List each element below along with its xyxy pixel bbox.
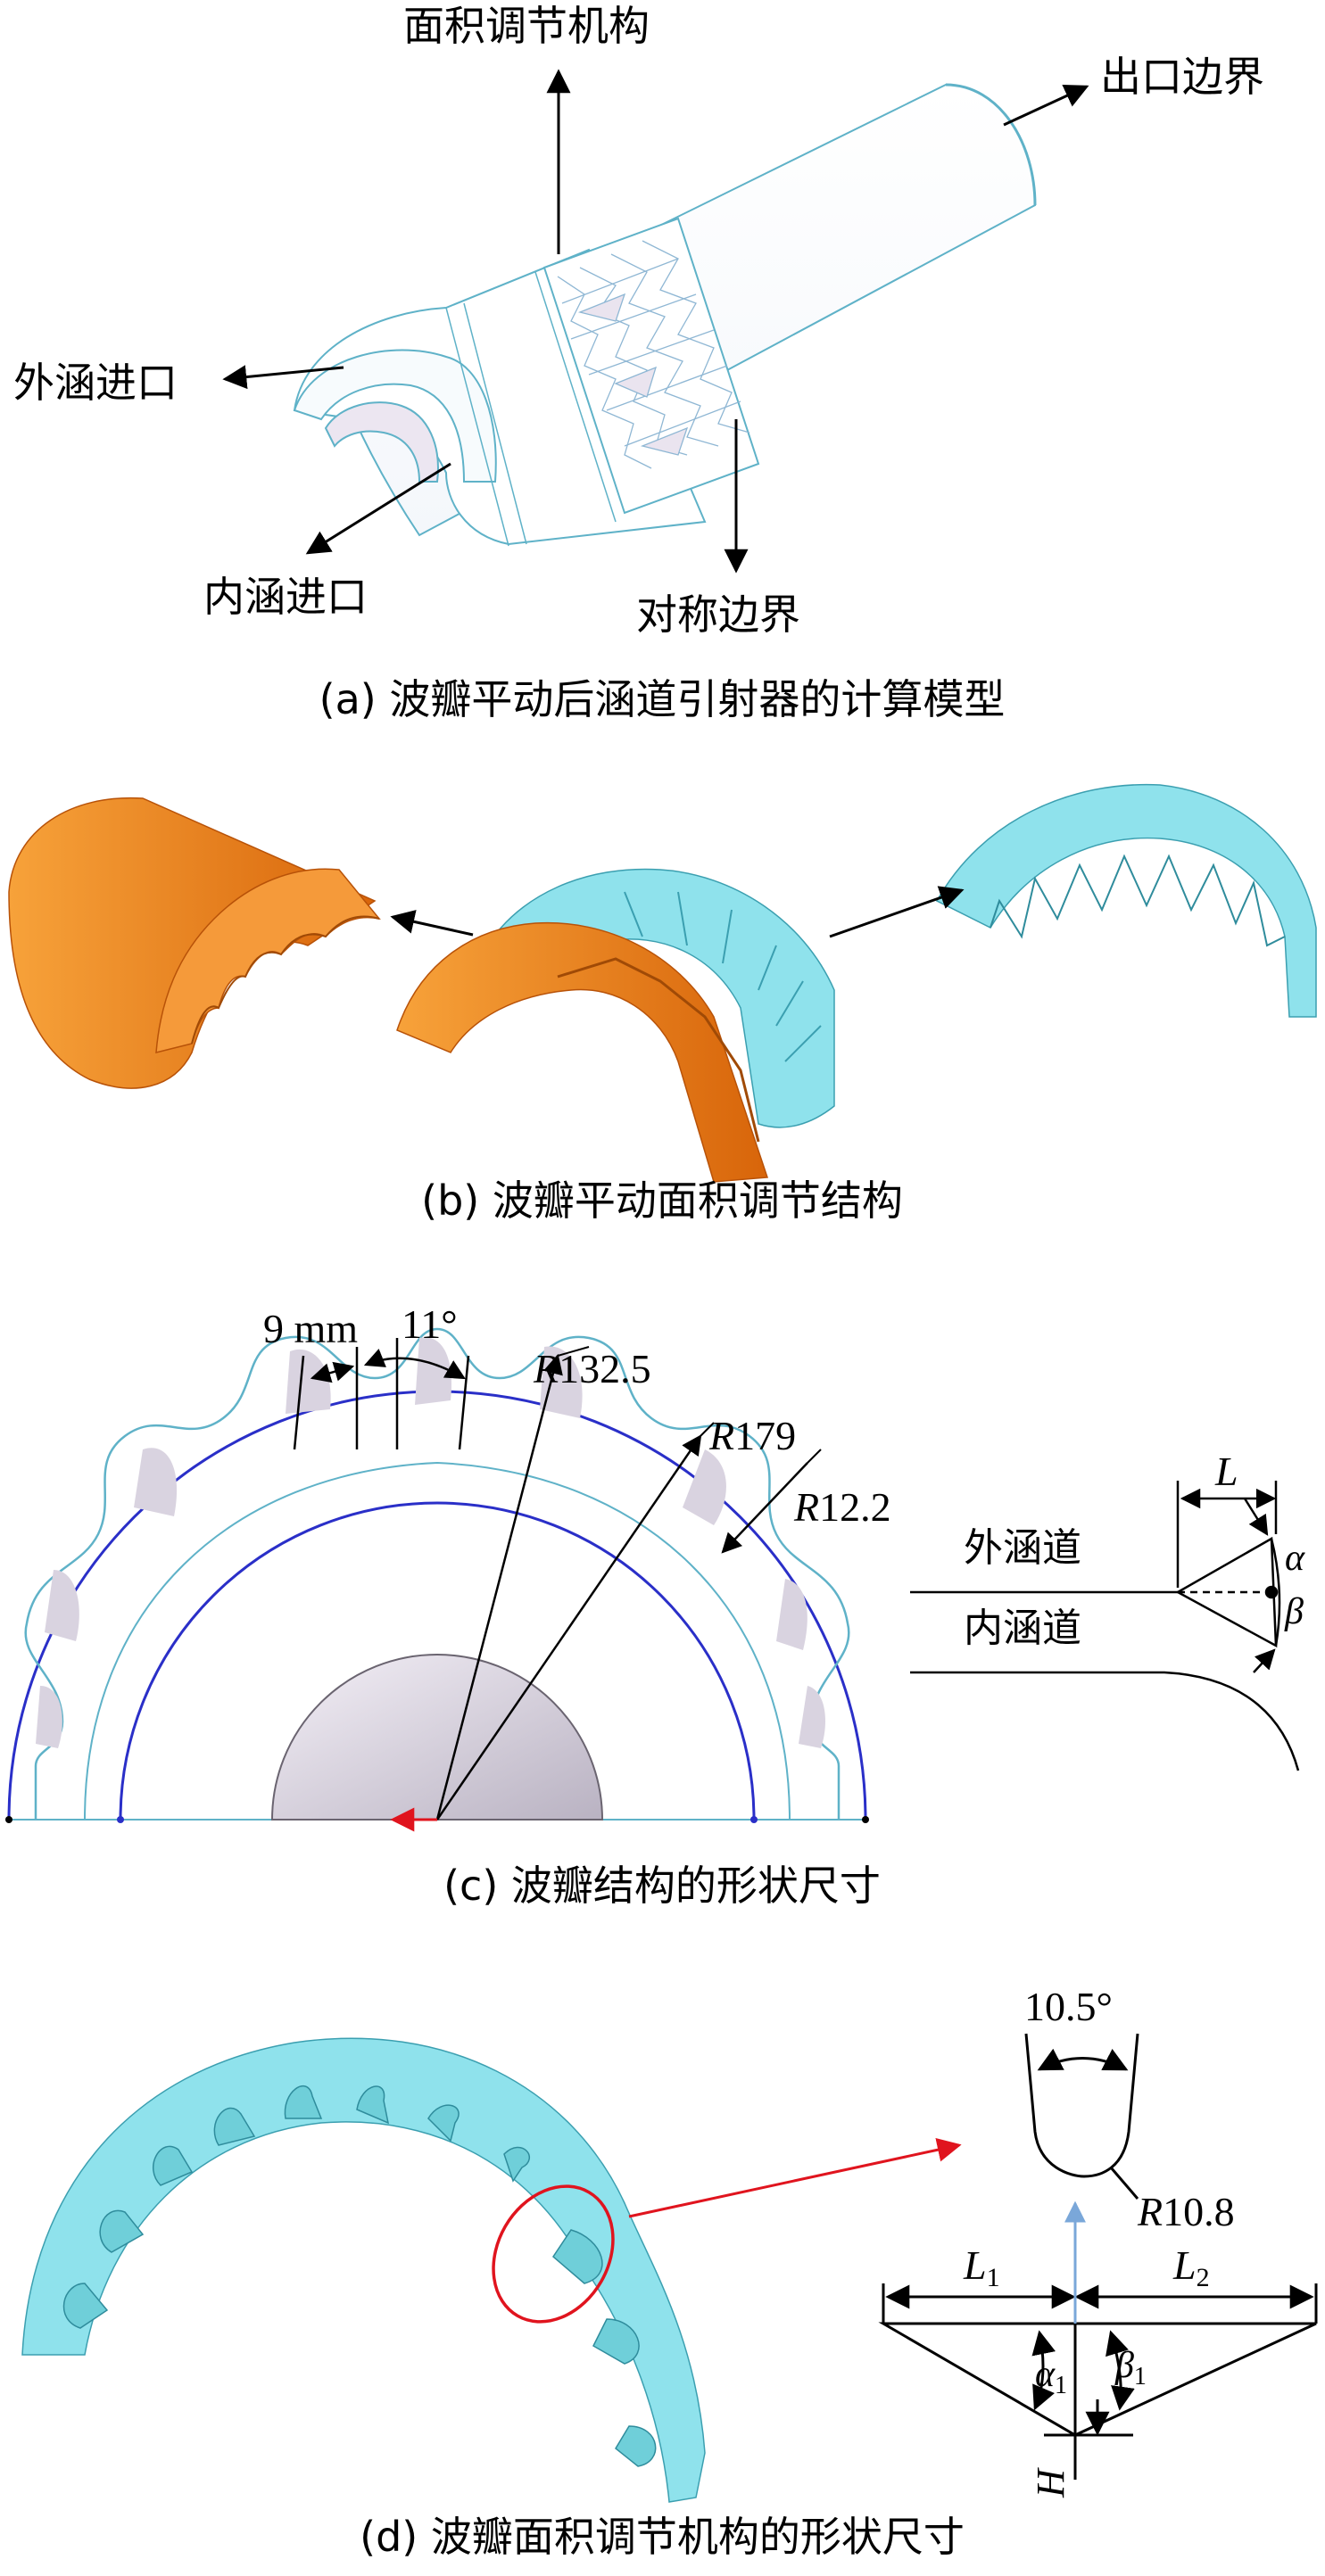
inner-arc-r132 — [119, 1501, 756, 1821]
mechanism-assembly — [396, 868, 835, 1183]
leaders — [557, 1346, 822, 1464]
dim-r12-2: R12.2 — [793, 1484, 891, 1530]
section-edges — [445, 271, 617, 547]
dim-alpha: α — [1285, 1538, 1305, 1579]
center-dome — [270, 1654, 604, 1821]
caption-d: (d) 波瓣面积调节机构的形状尺寸 — [360, 2513, 965, 2561]
label-outer-duct: 外涵道 — [964, 1525, 1081, 1571]
lobe-inner-edge — [84, 1461, 791, 1821]
dim-r10-8: R10.8 — [1137, 2189, 1235, 2234]
caption-b: (b) 波瓣平动面积调节结构 — [421, 1177, 903, 1225]
base-dot-left — [5, 1816, 12, 1823]
base-dot-inner-left — [117, 1816, 124, 1823]
dim-r179: R179 — [708, 1413, 796, 1458]
dim-L2: L2 — [1172, 2242, 1210, 2292]
caption-a: (a) 波瓣平动后涵道引射器的计算模型 — [319, 675, 1006, 723]
lobe-pockets — [36, 1337, 825, 1748]
panel-b: (b) 波瓣平动面积调节结构 — [8, 783, 1317, 1225]
base-dot-inner-right — [750, 1816, 758, 1823]
lobe-profile — [24, 1327, 850, 1820]
label-area-mechanism: 面积调节机构 — [403, 2, 650, 50]
dim-L1: L1 — [963, 2242, 1000, 2292]
dim-beta1: β1 — [1114, 2345, 1147, 2390]
panel-a-arrows — [222, 69, 1089, 574]
duct-section-sketch — [910, 1481, 1300, 1771]
panel-b-arrows — [390, 886, 965, 938]
dim-L: L — [1214, 1449, 1238, 1494]
radius-arrows — [435, 1353, 808, 1821]
label-inner-inlet: 内涵进口 — [203, 573, 368, 621]
highlight-ellipse — [492, 2184, 615, 2324]
panel-d: 10.5° R10.8 L1 L2 α1 β1 H (d) 波瓣面积调节机构的形… — [21, 1984, 1318, 2561]
base-dot-right — [862, 1816, 869, 1823]
label-symmetry-boundary: 对称边界 — [636, 590, 800, 639]
panel-a: 面积调节机构 出口边界 外涵进口 内涵进口 对称边界 (a) 波瓣平动后涵道引射… — [13, 2, 1264, 723]
zoom-arrow — [628, 2137, 962, 2218]
dim-alpha1: α1 — [1035, 2354, 1067, 2399]
orange-shell-left — [8, 797, 381, 1089]
dim-beta: β — [1284, 1591, 1304, 1632]
top-dimensions — [293, 1338, 470, 1450]
dim-angle-10-5: 10.5° — [1024, 1984, 1113, 2029]
u-profile-detail — [1024, 2033, 1139, 2200]
duct-model-3d — [293, 83, 1037, 546]
dim-width-9mm: 9 mm — [263, 1306, 358, 1351]
dim-angle-11: 11° — [402, 1301, 458, 1347]
lobe-teeth — [62, 2085, 657, 2467]
lobe-pattern — [557, 240, 750, 469]
dim-H: H — [1029, 2467, 1072, 2498]
cyan-lobe-ring — [935, 783, 1317, 1018]
dim-r132-5: R132.5 — [533, 1346, 651, 1391]
label-inner-duct: 内涵道 — [964, 1606, 1081, 1651]
triangle-sketch — [878, 2283, 1318, 2480]
label-outlet-boundary: 出口边界 — [1100, 53, 1264, 101]
label-outer-inlet: 外涵进口 — [13, 359, 178, 407]
panel-c: 9 mm 11° R132.5 R179 R12.2 L α β 外涵道 内涵道… — [5, 1301, 1305, 1910]
lobe-ring-d — [21, 2037, 706, 2503]
caption-c: (c) 波瓣结构的形状尺寸 — [443, 1862, 881, 1910]
